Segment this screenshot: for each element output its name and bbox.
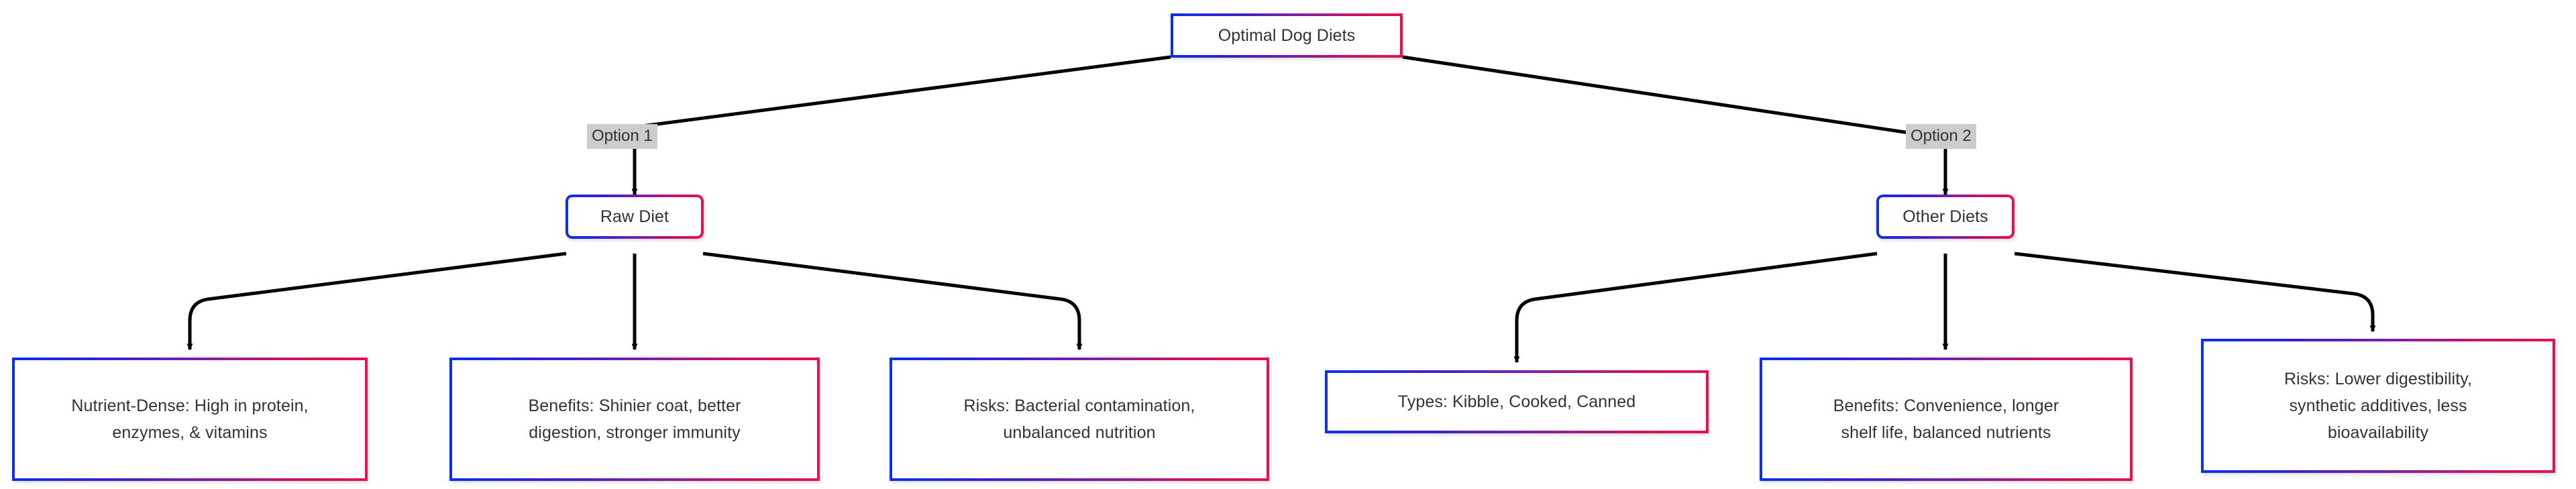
- node-optimal-dog-diets[interactable]: Optimal Dog Diets: [1171, 13, 1403, 58]
- node-raw-benefits[interactable]: Benefits: Shinier coat, better digestion…: [449, 358, 820, 481]
- edge-other-to-types: [1513, 252, 1878, 364]
- node-label: Types: Kibble, Cooked, Canned: [1397, 392, 1636, 411]
- node-label: Nutrient-Dense: High in protein, enzymes…: [27, 392, 353, 446]
- edge-other-to-risks: [2014, 252, 2376, 333]
- edge-label-text: Option 1: [592, 127, 653, 145]
- node-raw-nutrient-dense[interactable]: Nutrient-Dense: High in protein, enzymes…: [12, 358, 368, 481]
- edge-label-option-1[interactable]: Option 1: [587, 124, 657, 149]
- node-label: Raw Diet: [600, 207, 669, 226]
- node-label-line: Nutrient-Dense: High in protein,: [71, 396, 309, 415]
- edge-root-to-raw-upper: [590, 55, 1171, 135]
- node-label: Benefits: Convenience, longer shelf life…: [1774, 392, 2118, 446]
- node-label: Benefits: Shinier coat, better digestion…: [464, 392, 805, 446]
- node-label-line: Benefits: Convenience, longer: [1833, 396, 2059, 415]
- edge-label-option-2[interactable]: Option 2: [1906, 124, 1976, 149]
- node-label: Risks: Lower digestibility, synthetic ad…: [2216, 366, 2540, 446]
- node-label-line: Risks: Bacterial contamination,: [963, 396, 1195, 415]
- node-label: Other Diets: [1902, 207, 1988, 226]
- node-raw-diet[interactable]: Raw Diet: [566, 195, 704, 239]
- edge-raw-to-nutrient: [186, 252, 567, 351]
- node-label-line: Benefits: Shinier coat, better: [528, 396, 741, 415]
- edge-root-to-other-upper: [1402, 55, 1910, 135]
- node-raw-risks[interactable]: Risks: Bacterial contamination, unbalanc…: [890, 358, 1269, 481]
- node-label-line: enzymes, & vitamins: [112, 423, 268, 442]
- edge-label-text: Option 2: [1911, 127, 1972, 145]
- node-label: Risks: Bacterial contamination, unbalanc…: [904, 392, 1254, 446]
- node-label-line: bioavailability: [2327, 423, 2429, 442]
- node-other-types[interactable]: Types: Kibble, Cooked, Canned: [1325, 370, 1709, 433]
- node-other-risks[interactable]: Risks: Lower digestibility, synthetic ad…: [2201, 339, 2555, 473]
- node-label-line: digestion, stronger immunity: [529, 423, 741, 442]
- node-label-line: synthetic additives, less: [2289, 396, 2467, 415]
- node-label: Optimal Dog Diets: [1218, 26, 1356, 45]
- node-other-benefits[interactable]: Benefits: Convenience, longer shelf life…: [1760, 358, 2133, 481]
- node-label-line: Risks: Lower digestibility,: [2284, 370, 2473, 388]
- node-label-line: shelf life, balanced nutrients: [1841, 423, 2051, 442]
- node-other-diets[interactable]: Other Diets: [1876, 195, 2015, 239]
- edge-raw-to-risks: [702, 252, 1083, 351]
- node-label-line: unbalanced nutrition: [1003, 423, 1156, 442]
